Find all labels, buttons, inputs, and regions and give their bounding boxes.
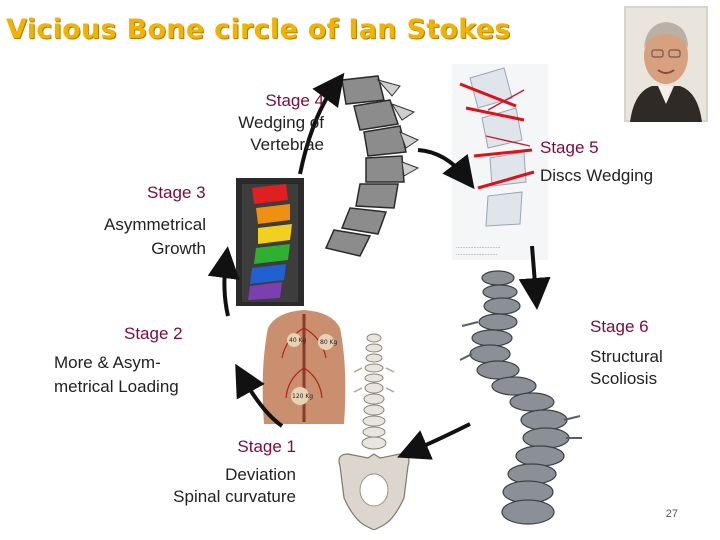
stage4-label-block: Stage 4 Wedging of Vertebrae	[238, 90, 324, 156]
stage3-desc-line1: Asymmetrical	[103, 215, 206, 234]
weight-label-120: 120 Kg	[292, 393, 313, 400]
weight-label-80: 80 Kg	[320, 339, 337, 346]
page-number: 27	[665, 508, 678, 520]
stage5-desc-line1: Discs Wedging	[540, 166, 654, 185]
portrait-photo	[624, 6, 708, 122]
scoliotic-spine-model	[459, 270, 582, 525]
weight-label-40: 40 Kg	[289, 337, 306, 344]
arrow-stage4-to-stage5	[417, 148, 475, 190]
stage2-desc-block: More & Asym- metrical Loading	[54, 352, 179, 398]
stage2-label: Stage 2	[124, 324, 183, 343]
arrow-stage6-to-stage1	[397, 422, 471, 460]
arrow-stage3-to-stage4	[298, 72, 345, 175]
arrow-stage2-to-stage3	[207, 246, 240, 317]
arrow-stage5-to-stage6	[518, 245, 551, 310]
svg-text:..........................: ..........................	[456, 251, 498, 257]
stage3-label: Stage 3	[147, 183, 206, 202]
stage2-desc-line2: metrical Loading	[54, 377, 179, 396]
stage5-label: Stage 5	[540, 138, 599, 157]
stage1-desc-line2: Spinal curvature	[173, 487, 296, 506]
stage6-label: Stage 6	[590, 317, 649, 336]
stage1-label: Stage 1	[237, 437, 296, 456]
slide-title: Vicious Bone circle of Ian Stokes	[6, 14, 511, 45]
stage6-desc-line1: Structural	[590, 347, 663, 366]
arrow-stage1-to-stage2	[235, 363, 284, 428]
stage1-desc-line1: Deviation	[225, 465, 296, 484]
stage2-desc-line1: More & Asym-	[54, 353, 161, 372]
colored-vertebrae-growth-image	[236, 178, 304, 306]
svg-text:............................: ............................	[456, 244, 501, 250]
stage6-label-block: Stage 6 Structural Scoliosis	[590, 316, 663, 390]
back-loading-illustration: 40 Kg 80 Kg 120 Kg	[256, 308, 352, 426]
spine-pelvis-model	[338, 333, 410, 530]
stage3-desc-block: Asymmetrical Growth	[104, 214, 206, 260]
stage4-label: Stage 4	[265, 91, 324, 110]
stage1-label-block: Stage 1 Deviation Spinal curvature	[173, 436, 296, 508]
stage4-desc-line2: Vertebrae	[250, 135, 324, 154]
stage5-label-block: Stage 5 Discs Wedging	[540, 137, 653, 187]
stage4-desc-line1: Wedging of	[238, 113, 324, 132]
stage3-desc-line2: Growth	[151, 239, 206, 258]
wedged-vertebrae-illustration	[324, 75, 420, 257]
stage6-desc-line2: Scoliosis	[590, 369, 658, 388]
